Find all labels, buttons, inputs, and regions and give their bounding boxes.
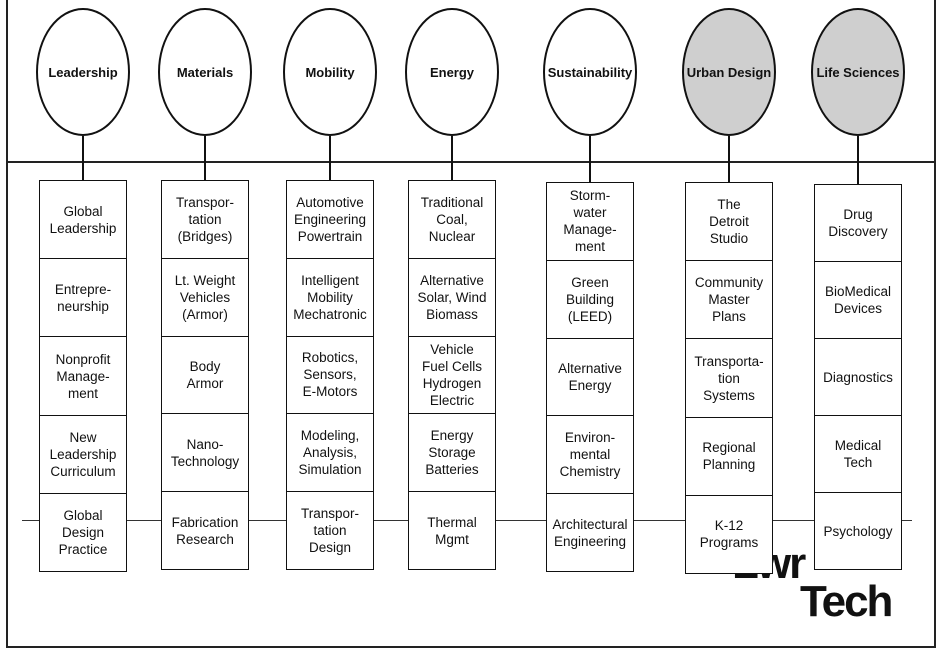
- pillar-circle-2: Mobility: [283, 8, 377, 136]
- pillar-item: Environ- mental Chemistry: [547, 416, 633, 495]
- pillar-item: New Leadership Curriculum: [40, 416, 126, 494]
- pillar-stem-5: [728, 136, 730, 182]
- pillar-item: Diagnostics: [815, 339, 901, 416]
- pillar-circle-1: Materials: [158, 8, 252, 136]
- pillar-item: Alternative Solar, Wind Biomass: [409, 259, 495, 337]
- pillar-item: Energy Storage Batteries: [409, 414, 495, 493]
- pillar-item: Automotive Engineering Powertrain: [287, 181, 373, 259]
- pillar-item: Entrepre- neurship: [40, 259, 126, 338]
- pillar-item: Modeling, Analysis, Simulation: [287, 414, 373, 493]
- pillar-stem-4: [589, 136, 591, 182]
- pillar-item: Global Leadership: [40, 181, 126, 260]
- pillar-circle-4: Sustainability: [543, 8, 637, 136]
- pillar-item: Alternative Energy: [547, 339, 633, 417]
- pillar-item: Community Master Plans: [686, 261, 772, 340]
- pillar-item: Drug Discovery: [815, 185, 901, 262]
- pillar-item: Robotics, Sensors, E-Motors: [287, 337, 373, 415]
- pillar-item: Global Design Practice: [58, 507, 108, 557]
- pillar-circle-0: Leadership: [36, 8, 130, 136]
- pillar-stem-3: [451, 136, 453, 180]
- pillar-stem-2: [329, 136, 331, 180]
- pillar-circle-3: Energy: [405, 8, 499, 136]
- logo-line-2: Tech: [800, 577, 893, 626]
- pillar-item: Transpor- tation Design: [300, 506, 359, 556]
- pillar-item: Thermal Mgmt: [427, 514, 477, 547]
- pillar-item: Architectural Engineering: [552, 516, 628, 549]
- diagram-frame: [6, 0, 936, 648]
- pillar-item: Regional Planning: [686, 418, 772, 496]
- pillar-item: K-12 Programs: [699, 518, 759, 551]
- pillar-item: Nonprofit Manage- ment: [40, 337, 126, 416]
- pillar-item: The Detroit Studio: [686, 183, 772, 262]
- pillar-circle-6: Life Sciences: [811, 8, 905, 136]
- pillar-stem-0: [82, 136, 84, 180]
- pillar-item: Traditional Coal, Nuclear: [409, 181, 495, 259]
- pillar-item: Transporta- tion Systems: [686, 339, 772, 418]
- pillar-stem-1: [204, 136, 206, 180]
- pillar-circle-5: Urban Design: [682, 8, 776, 136]
- pillar-column-1: Transpor- tation (Bridges)Lt. Weight Veh…: [161, 180, 249, 570]
- header-band: [6, 0, 936, 163]
- pillar-item: Lt. Weight Vehicles (Armor): [162, 259, 248, 337]
- pillar-item: BioMedical Devices: [815, 262, 901, 339]
- pillar-item: Medical Tech: [815, 416, 901, 493]
- pillar-stem-6: [857, 136, 859, 184]
- pillar-item: Vehicle Fuel Cells Hydrogen Electric: [409, 337, 495, 415]
- pillar-item: Transpor- tation (Bridges): [162, 181, 248, 259]
- pillar-item: Storm- water Manage- ment: [547, 183, 633, 261]
- pillar-item: Psychology: [823, 523, 893, 539]
- pillar-item: Intelligent Mobility Mechatronic: [287, 259, 373, 337]
- pillar-item: Body Armor: [162, 337, 248, 415]
- pillar-item: Nano- Technology: [162, 414, 248, 493]
- pillar-item: Green Building (LEED): [547, 261, 633, 339]
- pillar-item: Fabrication Research: [171, 514, 239, 547]
